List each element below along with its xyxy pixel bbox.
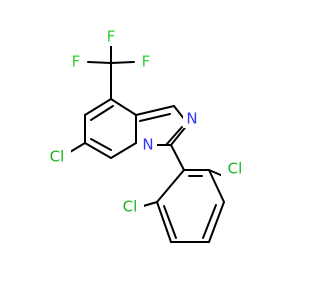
bond-cf-left (87, 61, 112, 64)
cl-left-bg (43, 148, 71, 166)
bond-ring-1-inner (90, 105, 114, 121)
structure-svg: F F F N N Cl Cl Cl (43, 27, 249, 243)
atom-f-right: F (142, 53, 151, 71)
bond-aryl-2 (156, 201, 172, 243)
atom-n-bridge: N (142, 136, 153, 154)
cl-right-bg (221, 160, 249, 178)
bond-ring-3-inner (90, 138, 112, 151)
atom-n-ring: N (186, 110, 197, 128)
atom-f-left: F (72, 53, 81, 71)
bond-aryl-2-inner (163, 205, 177, 239)
bond-five-1-inner (139, 113, 171, 122)
atom-cl-right: Cl (228, 160, 243, 178)
bond-five-1 (135, 105, 175, 116)
atom-cl-bottom: Cl (123, 198, 138, 216)
bond-ring-1 (84, 98, 112, 116)
atom-cl-left: Cl (50, 148, 65, 166)
f-right-bg (137, 53, 155, 71)
bond-ring-4 (110, 142, 137, 159)
bond-aryl-4 (208, 201, 225, 243)
n-ring-bg (183, 110, 201, 128)
atom-f-top: F (107, 28, 116, 46)
f-left-bg (67, 53, 85, 71)
bond-ring-6 (110, 98, 137, 116)
bond-aryl-1 (156, 169, 185, 203)
molecule-diagram: F F F N N Cl Cl Cl (43, 27, 249, 243)
n-bridge-bg (139, 136, 157, 154)
cl-bottom-bg (116, 198, 144, 216)
bond-five-3-inner (165, 126, 183, 146)
bond-cf-right (110, 61, 135, 64)
f-top-bg (102, 28, 120, 46)
bond-aryl-5 (208, 169, 225, 203)
bond-link (170, 144, 185, 171)
bond-cl-left (69, 142, 86, 153)
bond-cl-right (208, 169, 224, 177)
bond-ring-3 (84, 142, 112, 159)
bond-aryl-4-inner (202, 204, 217, 239)
bond-set (69, 44, 225, 243)
atom-labels: F F F N N Cl Cl Cl (43, 28, 249, 216)
